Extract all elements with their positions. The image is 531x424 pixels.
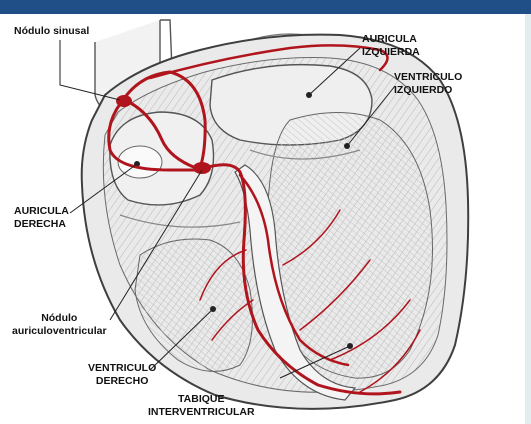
left-ventricle-label: VENTRICULO IZQUIERDO xyxy=(394,71,462,97)
av-node-mark xyxy=(193,162,211,174)
left-atrium-label: AURICULA IZQUIERDA xyxy=(362,33,420,59)
septum-label: TABIQUE INTERVENTRICULAR xyxy=(148,393,255,419)
sinus-node-label: Nódulo sinusal xyxy=(14,25,89,38)
sinus-node-mark xyxy=(116,95,132,107)
right-ventricle-label: VENTRICULO DERECHO xyxy=(88,362,156,388)
right-atrium-label: AURICULA DERECHA xyxy=(14,205,69,231)
av-node-label: Nódulo auriculoventricular xyxy=(12,312,107,338)
